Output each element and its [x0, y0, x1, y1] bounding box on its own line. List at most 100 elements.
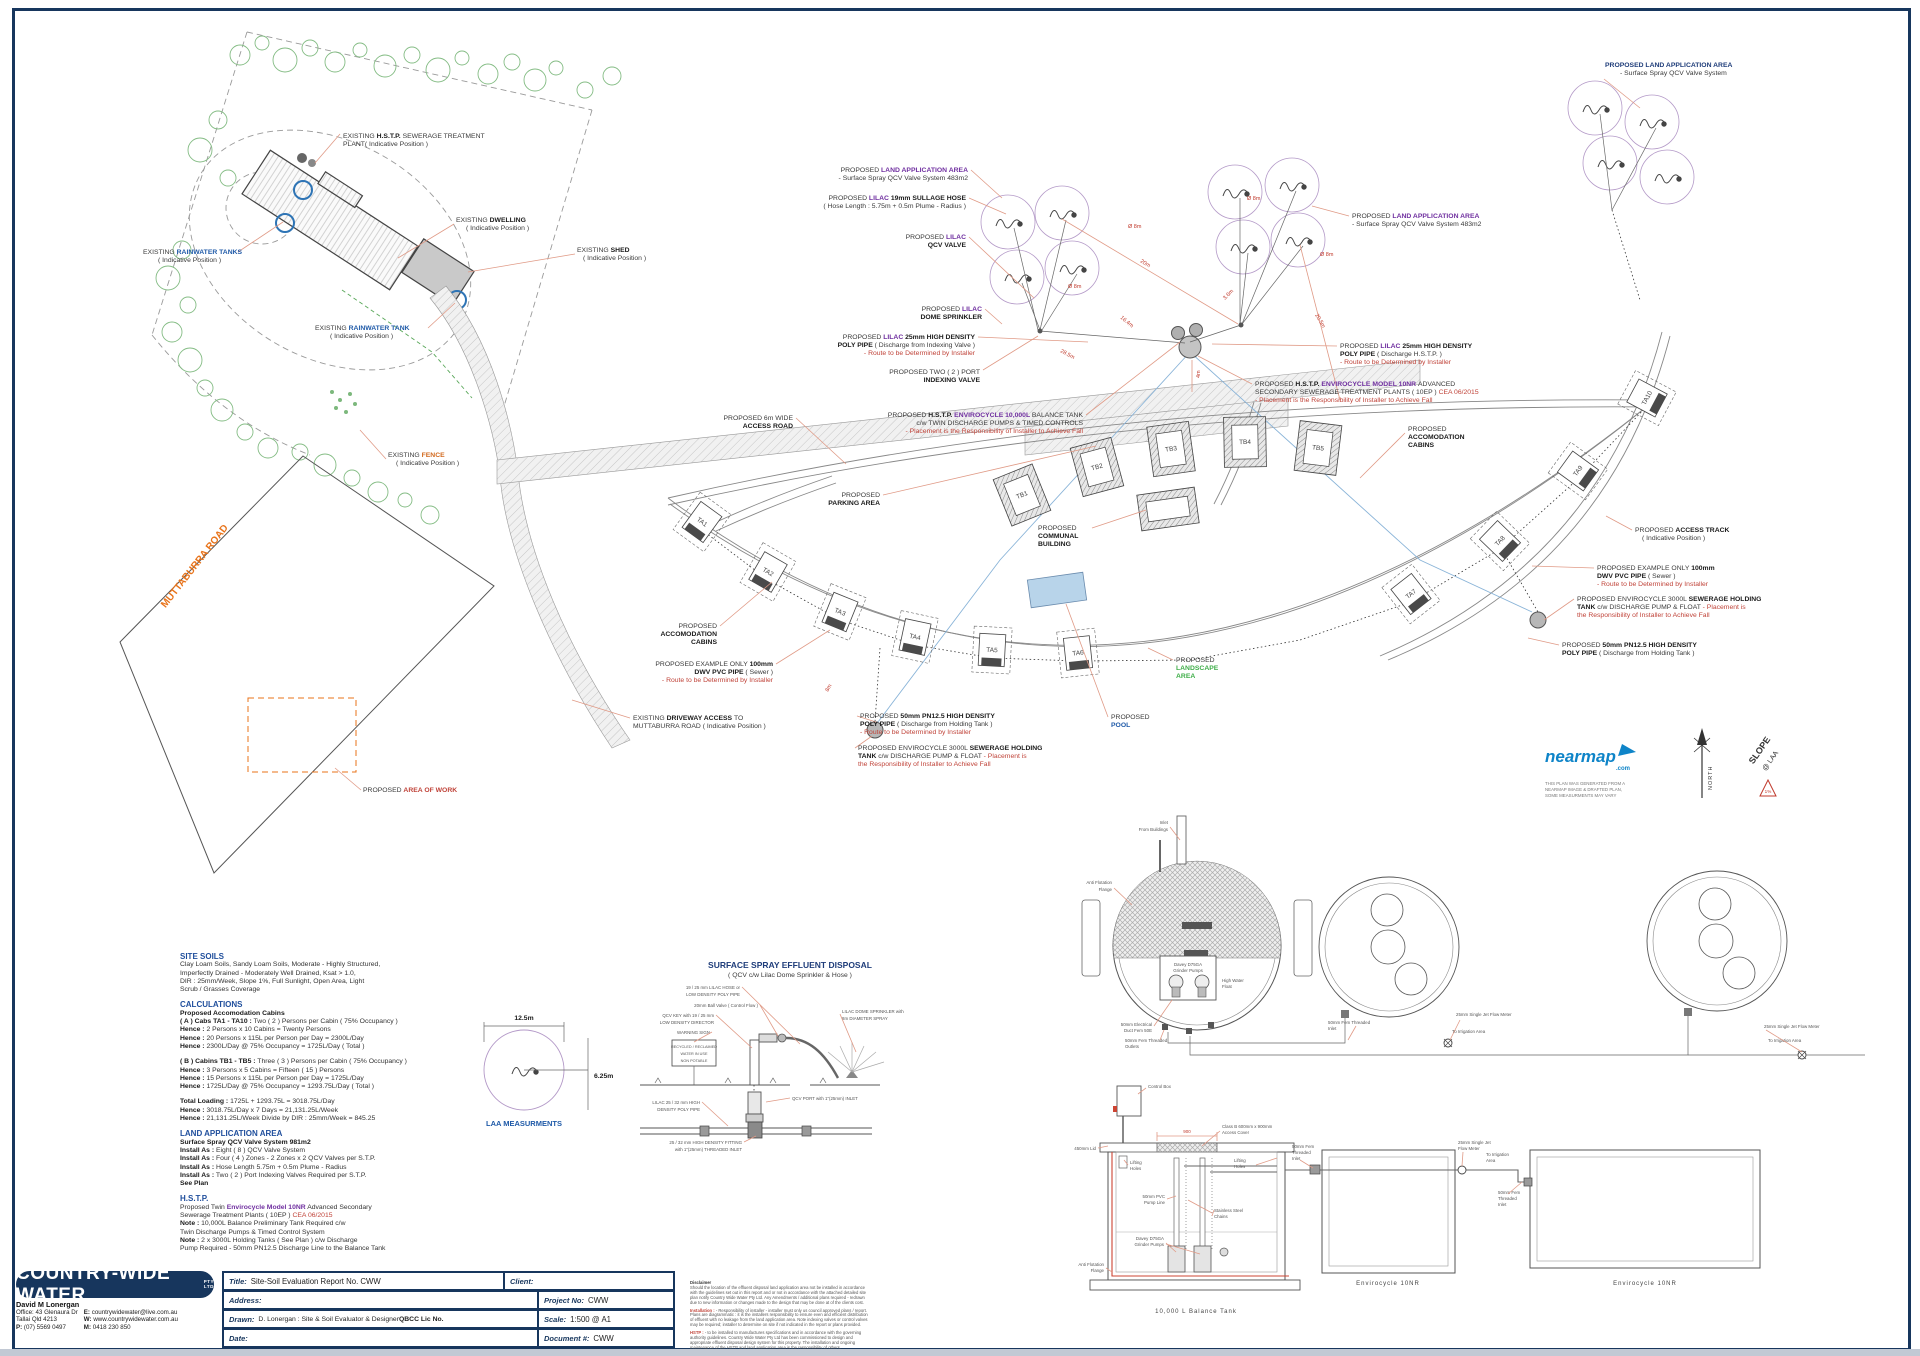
plan-davey-label2: Grinder Pumps — [1173, 968, 1203, 973]
warning-sign-line3: NON POTABLE — [681, 1059, 708, 1063]
slope-grade: 1% — [1765, 789, 1772, 794]
section-dim-900: 900 — [1183, 1129, 1191, 1134]
nearmap-brand: nearmap — [1545, 747, 1616, 766]
slope-indicator: SLOPE @ LAA 1% — [1747, 735, 1780, 797]
label-existing-dwelling2: ( Indicative Position ) — [466, 225, 529, 232]
spray-hose-label2: LOW DENSITY POLY PIPE — [686, 992, 740, 997]
cabin-label: TB5 — [1312, 444, 1325, 452]
label-existing-tank: EXISTING RAINWATER TANK — [315, 325, 410, 332]
section-irr-label: To Irrigation — [1486, 1152, 1509, 1157]
section-fm-label2: Flow Meter — [1458, 1146, 1480, 1151]
label-communal2: COMMUNAL — [1038, 533, 1078, 540]
field-project-no: Project No:CWW — [537, 1290, 675, 1310]
label-parking2: PARKING AREA — [828, 500, 880, 507]
spray-warning-label: WARNING SIGN — [677, 1030, 710, 1035]
cabin-label: TA4 — [909, 633, 922, 642]
section-controlbox-label: Control Box — [1148, 1084, 1172, 1089]
laa-measurement-diagram: 12.5m 6.25m LAA MEASURMENTS — [483, 1015, 613, 1128]
balance-tank-section-view: Control Box Class B 600mm x 900mm Access… — [1074, 1084, 1761, 1315]
section-cover-label: Class B 600mm x 900mm — [1222, 1124, 1273, 1129]
warning-sign-line1: RECYCLED / RECLAIMED — [671, 1045, 717, 1049]
communal-building — [1136, 486, 1200, 532]
dim-20m: 20m — [1139, 259, 1152, 270]
note-row: Hence : 20 Persons x 115L per Person per… — [180, 1034, 364, 1042]
label-holding-left: PROPOSED ENVIROCYCLE 3000L SEWERAGE HOLD… — [858, 745, 1042, 752]
label-pipe-hstp3: - Route to be Determined by Installer — [1340, 359, 1452, 366]
section-lifting-right: Lifting — [1234, 1158, 1246, 1163]
label-pool2: POOL — [1111, 722, 1130, 729]
label-model-10nr3: - Placement is the Responsibility of Ins… — [1255, 397, 1433, 404]
label-muttaburra-road: MUTTABURRA ROAD — [159, 523, 231, 610]
spray-circles — [980, 80, 1695, 305]
spray-qcvkey-label2: LOW DENSITY DIRECTOR — [660, 1020, 714, 1025]
label-driveway: EXISTING DRIVEWAY ACCESS TO — [633, 715, 743, 722]
laa-header: LAND APPLICATION AREA — [180, 1129, 283, 1139]
label-dome-sprinkler: PROPOSED LILAC — [922, 306, 983, 313]
label-balance-tank: PROPOSED H.S.T.P. ENVIROCYCLE 10,000L BA… — [888, 412, 1084, 419]
spray-hose-label: 19 / 25 mm LILAC HOSE or — [686, 985, 741, 990]
label-pn50-left: PROPOSED 50mm PN12.5 HIGH DENSITY — [860, 713, 995, 720]
contact-name: David M Lonergan — [16, 1300, 80, 1309]
existing-fence-line — [341, 289, 473, 399]
area-of-work-rect — [247, 697, 357, 773]
surface-spray-diagram: SURFACE SPRAY EFFLUENT DISPOSAL ( QCV c/… — [640, 960, 904, 1152]
cabin-label: TB3 — [1165, 445, 1178, 454]
cabin-label: TA3 — [833, 607, 847, 618]
label-sullage-hose: PROPOSED LILAC 19mm SULLAGE HOSE — [829, 195, 967, 202]
label-existing-dwelling: EXISTING DWELLING — [456, 217, 526, 224]
note-row: Hence : 1725L/Day @ 75% Occupancy = 1293… — [180, 1083, 374, 1091]
label-sullage-hose2: ( Hose Length : 5.75m + 0.5m Plume - Rad… — [823, 203, 966, 210]
laa-measurements-caption: LAA MEASURMENTS — [486, 1119, 562, 1128]
note-row: Install As : Two ( 2 ) Port Indexing Val… — [180, 1171, 367, 1179]
note-row: Hence : 21,131.25L/Week Divide by DIR : … — [180, 1115, 376, 1123]
field-date[interactable]: Date: — [222, 1328, 539, 1348]
plan-inlet-label: Inlet — [1160, 820, 1169, 825]
nearmap-note2: NEARMAP IMAGE & DRAFTED PLAN, — [1545, 787, 1622, 792]
warning-sign-line2: WATER IN USE — [680, 1052, 707, 1056]
note-row: Hence : 3 Persons x 5 Cabins = Fifteen (… — [180, 1066, 345, 1074]
label-laa-left2: - Surface Spray QCV Valve System 483m2 — [839, 175, 969, 182]
label-accom-right: PROPOSED — [1408, 426, 1447, 433]
warning-sign — [671, 1039, 717, 1067]
dim-3-6m: 3.6m — [1222, 288, 1235, 301]
note-row: Hence : 2 Persons x 10 Cabins = Twenty P… — [180, 1026, 331, 1034]
note-row: Install As : Hose Length 5.75m + 0.5m Pl… — [180, 1163, 347, 1171]
label-pipe-indexing: PROPOSED LILAC 25mm HIGH DENSITY — [843, 334, 976, 341]
cabin-label: TB2 — [1090, 462, 1104, 472]
proposed-access-road — [496, 359, 1421, 485]
label-access-track: PROPOSED ACCESS TRACK — [1635, 527, 1730, 534]
label-balance-tank3: - Placement is the Responsibility of Ins… — [905, 428, 1083, 435]
label-ex100-left: PROPOSED EXAMPLE ONLY 100mm — [655, 661, 773, 668]
plan-irrigation2-label: To Irrigation Area — [1768, 1038, 1802, 1043]
note-row: Hence : 3018.75L/Day x 7 Days = 21,131.2… — [180, 1106, 339, 1114]
label-indexing-valve: PROPOSED TWO ( 2 ) PORT — [889, 369, 980, 376]
spray-qcvkey-label: QCV KEY with 19 / 25 mm — [662, 1013, 714, 1018]
contact-col1: Office: 43 Glenaura Dr Tallai Qld 4213 P… — [16, 1308, 78, 1331]
section-inlet-right-label2: Threaded — [1498, 1196, 1517, 1201]
hstp-header: H.S.T.P. — [180, 1194, 209, 1204]
plan-inlet-label2: From Buildings — [1139, 827, 1169, 832]
note-row: Hence : 2300L/Day @ 75% Occupancy = 1725… — [180, 1042, 365, 1050]
label-model-10nr2: SECONDARY SEWERAGE TREATMENT PLANTS ( 10… — [1255, 389, 1479, 396]
logo-ltd: LTD — [203, 1283, 214, 1289]
note-row: Install As : Eight ( 8 ) QCV Valve Syste… — [180, 1146, 306, 1154]
field-address[interactable]: Address: — [222, 1290, 539, 1310]
spray-fitting-label: 25 / 32 mm HIGH DENSITY FITTING — [669, 1140, 742, 1145]
label-access-track2: ( Indicative Position ) — [1642, 535, 1705, 542]
dimension-lines — [1061, 218, 1341, 401]
hose-lines — [1013, 113, 1657, 344]
plan-inlet2-label: 50mm Fem Threaded — [1328, 1020, 1371, 1025]
note-row: DIR : 25mm/Week, Slope 1%, Full Sunlight… — [180, 977, 365, 985]
notes-panel: SITE SOILS Clay Loam Soils, Sandy Loam S… — [180, 946, 480, 1254]
field-scale: Scale:1:500 @ A1 — [537, 1309, 675, 1329]
nearmap-logo: nearmap .com THIS PLAN WAS GENERATED FRO… — [1545, 744, 1636, 798]
field-document: Document #:CWW — [537, 1328, 675, 1348]
label-pn50-right: PROPOSED 50mm PN12.5 HIGH DENSITY — [1562, 642, 1697, 649]
nearmap-note3: SOME MEASURMENTS MAY VARY — [1545, 793, 1616, 798]
dim-dia-1: Ø 8m — [1128, 224, 1142, 230]
plan-antiflotation-label: Anti Flotation — [1086, 880, 1112, 885]
field-client[interactable]: Client: — [503, 1271, 675, 1291]
plan-float-label: High Water — [1222, 978, 1244, 983]
note-row: Total Loading : 1725L + 1293.75L = 3018.… — [180, 1098, 335, 1106]
